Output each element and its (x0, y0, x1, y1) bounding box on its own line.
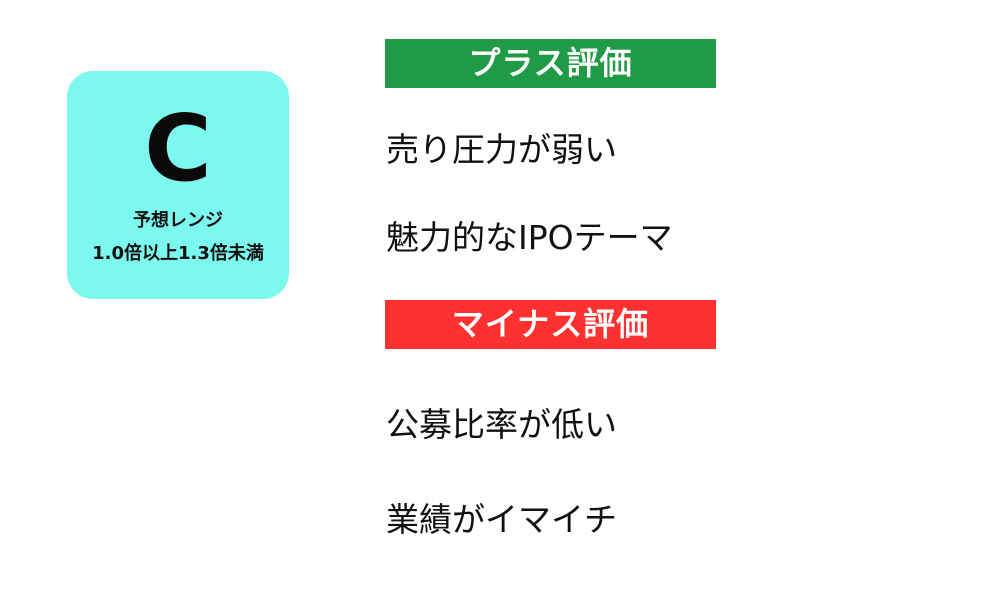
rank-card: C 予想レンジ 1.0倍以上1.3倍未満 (67, 71, 289, 299)
minus-item: 公募比率が低い (386, 405, 617, 444)
forecast-range-value: 1.0倍以上1.3倍未満 (92, 243, 264, 264)
plus-item: 売り圧力が弱い (386, 130, 617, 169)
minus-evaluation-heading: マイナス評価 (385, 300, 716, 349)
plus-item: 魅力的なIPOテーマ (386, 218, 673, 257)
plus-evaluation-heading: プラス評価 (385, 39, 716, 88)
rank-letter: C (144, 95, 212, 202)
forecast-range-label: 予想レンジ (133, 210, 223, 231)
minus-item: 業績がイマイチ (386, 500, 617, 539)
